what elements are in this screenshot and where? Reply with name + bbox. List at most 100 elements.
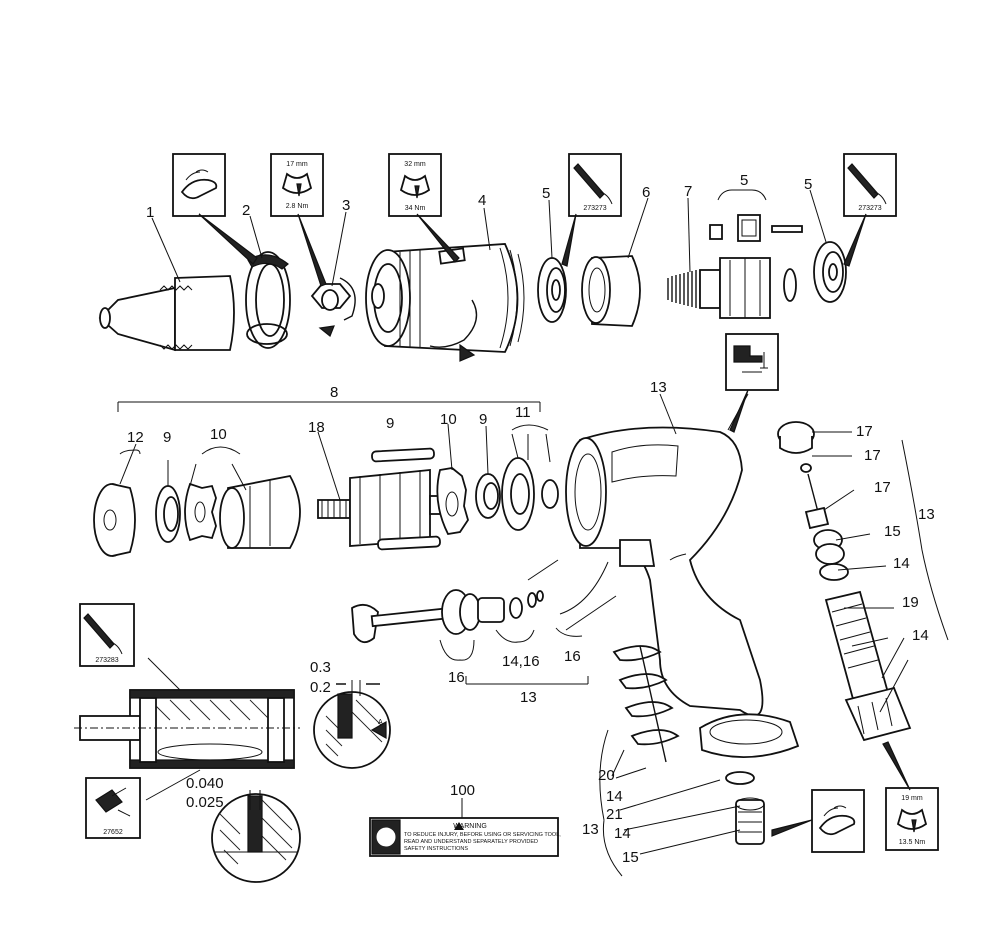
callout-15b: 15 [622,849,639,866]
part-15-inlet-bushing [735,797,765,845]
torque-size-19: 19 mm [901,795,923,802]
part-1-drill-chuck [98,275,235,352]
wrench-open-end-icon [388,153,460,263]
callout-20: 20 [598,767,615,784]
callout-7: 7 [684,183,692,200]
callout-16b: 16 [564,648,581,665]
part-13-pistol-housing [565,426,764,717]
press-tool-icon [85,777,141,839]
detail-circle-lower [211,790,301,883]
part-3-nut [310,277,356,337]
wrench-open-end-icon [882,741,939,851]
wrench-open-end-icon [270,153,327,287]
callout-9b: 9 [386,415,394,432]
part-17-seal-stack [813,529,849,581]
part-18-rotor [317,469,445,547]
tool-number-2: 273273 [858,205,881,212]
callout-17b: 17 [864,447,881,464]
warning-line-3: SAFETY INSTRUCTIONS [404,846,468,852]
torque-size-17: 17 mm [286,161,308,168]
callout-9c: 9 [479,411,487,428]
callout-17c: 17 [874,479,891,496]
tolerance-lower-b: 0.025 [186,794,224,811]
callout-14b: 14 [912,627,929,644]
part-cylinder [219,474,301,549]
torque-size-32: 32 mm [404,161,426,168]
torque-value-32: 34 Nm [405,205,426,212]
callout-8: 8 [330,384,338,401]
part-4-front-housing [365,243,525,362]
grease-gun-icon [843,153,897,267]
callout-3: 3 [342,197,350,214]
part-10-end-plate-front [436,467,469,535]
callout-5a: 5 [542,185,550,202]
part-5-bearing-front [537,257,567,323]
part-6-ring-gear [581,255,641,327]
callout-14d: 14 [614,825,631,842]
part-2-ring [245,251,291,349]
part-17-regulator-plug [777,421,830,530]
callout-18: 18 [308,419,325,436]
callout-21: 21 [606,806,623,823]
part-20-exhaust-baffle [612,645,680,763]
callout-2: 2 [242,202,250,219]
detail-circle-upper [313,680,391,769]
torque-value-19: 13.5 Nm [899,839,926,846]
callout-5c: 5 [804,176,812,193]
callout-4: 4 [478,192,486,209]
tool-number-3: 273283 [95,657,118,664]
callout-15a: 15 [884,523,901,540]
callout-13d: 13 [582,821,599,838]
part-10-end-plate-rear [184,482,217,542]
hand-grease-icon [771,789,865,853]
part-5-bearing-rear [813,241,847,303]
part-9-vanes [371,447,441,551]
part-11-front-plate [501,457,559,531]
tolerance-lower-a: 0.040 [186,775,224,792]
tolerance-upper-a: 0.3 [310,659,331,676]
part-9-bearing-front [475,473,501,519]
tool-number-1: 273273 [583,205,606,212]
vise-icon [725,333,779,433]
callout-17a: 17 [856,423,873,440]
callout-12: 12 [127,429,144,446]
torque-value-17: 2.8 Nm [286,203,309,210]
part-7-planet-carrier [667,257,797,319]
callout-16a: 16 [448,669,465,686]
leader-lines [117,189,949,877]
grease-gun-icon [561,153,622,267]
callout-100: 100 [450,782,475,799]
tolerance-upper-b: 0.2 [310,679,331,696]
callout-6: 6 [642,184,650,201]
callout-11: 11 [515,404,531,421]
part-9-bearing-rear [155,485,181,543]
callout-10b: 10 [440,411,457,428]
detail-marker: A [378,719,383,726]
tool-number-4: 27652 [103,829,123,836]
callout-9a: 9 [163,429,171,446]
callout-14c: 14 [606,788,623,805]
callout-14a: 14 [893,555,910,572]
callout-13a: 13 [650,379,667,396]
hand-grease-icon [172,153,258,265]
warning-line-1: TO REDUCE INJURY, BEFORE USING OR SERVIC… [404,832,561,838]
part-14-bottom-cap [699,713,800,785]
warning-line-2: READ AND UNDERSTAND SEPARATELY PROVIDED [404,839,538,845]
callout-1: 1 [146,204,154,221]
warning-label [369,817,559,857]
part-12-rear-plate [93,483,136,557]
part-5-planet-gears [709,214,803,242]
warning-title: WARNING [453,823,487,830]
part-16-throttle-valve [351,589,544,644]
section-view [74,689,300,769]
callout-10a: 10 [210,426,227,443]
callout-13c: 13 [520,689,537,706]
callout-5b: 5 [740,172,748,189]
part-19-inlet-tube [824,590,912,742]
callout-13b: 13 [918,506,935,523]
callout-19: 19 [902,594,919,611]
grease-gun-icon [79,603,135,667]
callout-1416: 14,16 [502,653,540,670]
